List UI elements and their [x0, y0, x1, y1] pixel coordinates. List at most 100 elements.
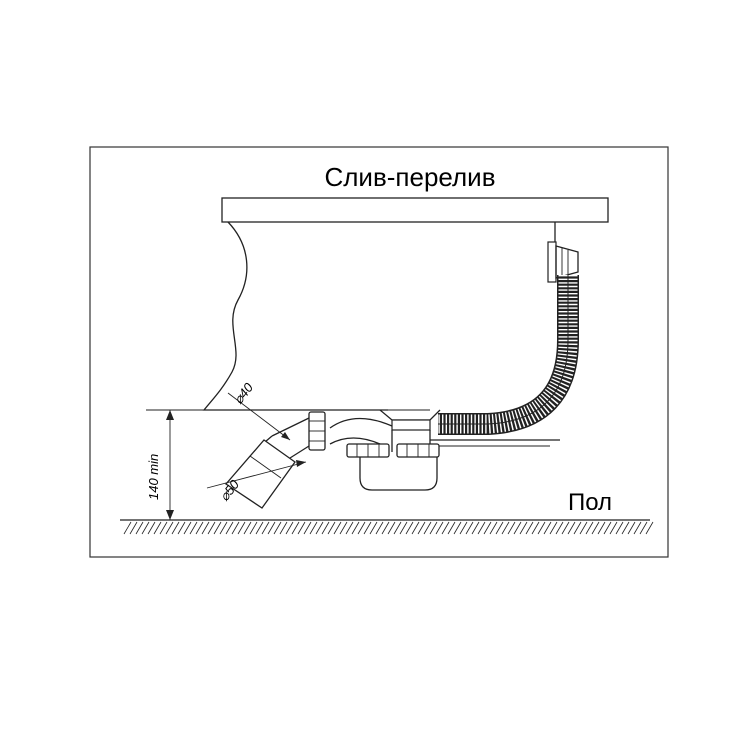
floor-hatch-line — [147, 521, 156, 535]
floor-hatch-line — [141, 521, 150, 535]
floor-hatch-line — [441, 521, 450, 535]
floor-hatch-line — [333, 521, 342, 535]
floor-hatch-line — [189, 521, 198, 535]
floor-hatch-line — [315, 521, 324, 535]
floor-hatch-line — [297, 521, 306, 535]
floor — [120, 519, 654, 535]
dimension-140-min: 140 min — [146, 410, 174, 520]
floor-hatch-line — [207, 521, 216, 535]
bath-outlet — [379, 409, 441, 431]
floor-hatch-line — [183, 521, 192, 535]
floor-hatch-line — [363, 521, 372, 535]
floor-hatch-line — [123, 521, 132, 535]
floor-hatch-line — [489, 521, 498, 535]
floor-hatch-line — [621, 521, 630, 535]
floor-hatch-line — [507, 521, 516, 535]
floor-hatch-line — [501, 521, 510, 535]
floor-hatch-line — [195, 521, 204, 535]
floor-hatch-line — [633, 521, 642, 535]
floor-hatch-line — [261, 521, 270, 535]
floor-hatch-line — [243, 521, 252, 535]
floor-hatch-line — [459, 521, 468, 535]
floor-hatch-line — [525, 521, 534, 535]
floor-hatch-line — [255, 521, 264, 535]
diagram-title: Слив-перелив — [324, 162, 495, 192]
floor-hatch-line — [153, 521, 162, 535]
floor-hatch-line — [345, 521, 354, 535]
floor-hatch-line — [249, 521, 258, 535]
dimension-140-label: 140 min — [146, 454, 161, 500]
floor-hatch-line — [645, 521, 654, 535]
floor-hatch-line — [567, 521, 576, 535]
floor-hatch-line — [477, 521, 486, 535]
floor-hatch-line — [549, 521, 558, 535]
overflow-lower-pipe — [430, 439, 560, 447]
outlet-union-nut — [308, 411, 326, 451]
floor-hatch-line — [159, 521, 168, 535]
floor-hatch-line — [555, 521, 564, 535]
floor-hatch-line — [639, 521, 648, 535]
floor-hatch-line — [483, 521, 492, 535]
floor-hatch-line — [165, 521, 174, 535]
floor-hatch-line — [171, 521, 180, 535]
floor-hatch-line — [309, 521, 318, 535]
floor-hatch-line — [465, 521, 474, 535]
floor-hatch-line — [597, 521, 606, 535]
floor-hatch-line — [591, 521, 600, 535]
floor-hatch-line — [225, 521, 234, 535]
floor-hatch-line — [423, 521, 432, 535]
floor-hatch-line — [405, 521, 414, 535]
floor-hatch-line — [231, 521, 240, 535]
floor-hatch-line — [219, 521, 228, 535]
floor-hatch-line — [357, 521, 366, 535]
floor-hatch-line — [585, 521, 594, 535]
diagram-frame — [89, 146, 669, 558]
floor-hatch-line — [603, 521, 612, 535]
floor-hatch-line — [471, 521, 480, 535]
floor-hatch-line — [495, 521, 504, 535]
floor-hatch-line — [411, 521, 420, 535]
floor-hatch-line — [321, 521, 330, 535]
floor-hatch-line — [417, 521, 426, 535]
floor-hatch-line — [609, 521, 618, 535]
floor-hatch-line — [213, 521, 222, 535]
floor-hatch-line — [237, 521, 246, 535]
floor-hatch-line — [177, 521, 186, 535]
floor-hatch-line — [303, 521, 312, 535]
floor-hatch-line — [285, 521, 294, 535]
floor-hatch-line — [561, 521, 570, 535]
floor-hatch-line — [435, 521, 444, 535]
floor-hatch-line — [267, 521, 276, 535]
overflow-corrugated-hose — [438, 275, 579, 435]
floor-hatch-line — [339, 521, 348, 535]
floor-hatch-line — [531, 521, 540, 535]
floor-hatch-line — [573, 521, 582, 535]
floor-label: Пол — [568, 489, 612, 516]
floor-hatch-line — [627, 521, 636, 535]
floor-hatch-line — [381, 521, 390, 535]
floor-hatching — [123, 521, 654, 535]
overflow-head — [547, 241, 579, 283]
floor-hatch-line — [453, 521, 462, 535]
floor-hatch-line — [291, 521, 300, 535]
bathtub-body — [202, 221, 556, 411]
floor-hatch-line — [375, 521, 384, 535]
floor-hatch-line — [519, 521, 528, 535]
floor-hatch-line — [615, 521, 624, 535]
floor-hatch-line — [543, 521, 552, 535]
floor-hatch-line — [279, 521, 288, 535]
floor-hatch-line — [351, 521, 360, 535]
floor-hatch-line — [387, 521, 396, 535]
siphon-nut-left — [346, 443, 390, 458]
dimension-d40-label: ⌀40 — [231, 379, 257, 406]
floor-hatch-line — [369, 521, 378, 535]
floor-hatch-line — [273, 521, 282, 535]
floor-hatch-line — [327, 521, 336, 535]
floor-hatch-line — [537, 521, 546, 535]
floor-hatch-line — [447, 521, 456, 535]
floor-hatch-line — [513, 521, 522, 535]
floor-hatch-line — [579, 521, 588, 535]
floor-hatch-line — [429, 521, 438, 535]
siphon-nut-right — [396, 443, 440, 458]
